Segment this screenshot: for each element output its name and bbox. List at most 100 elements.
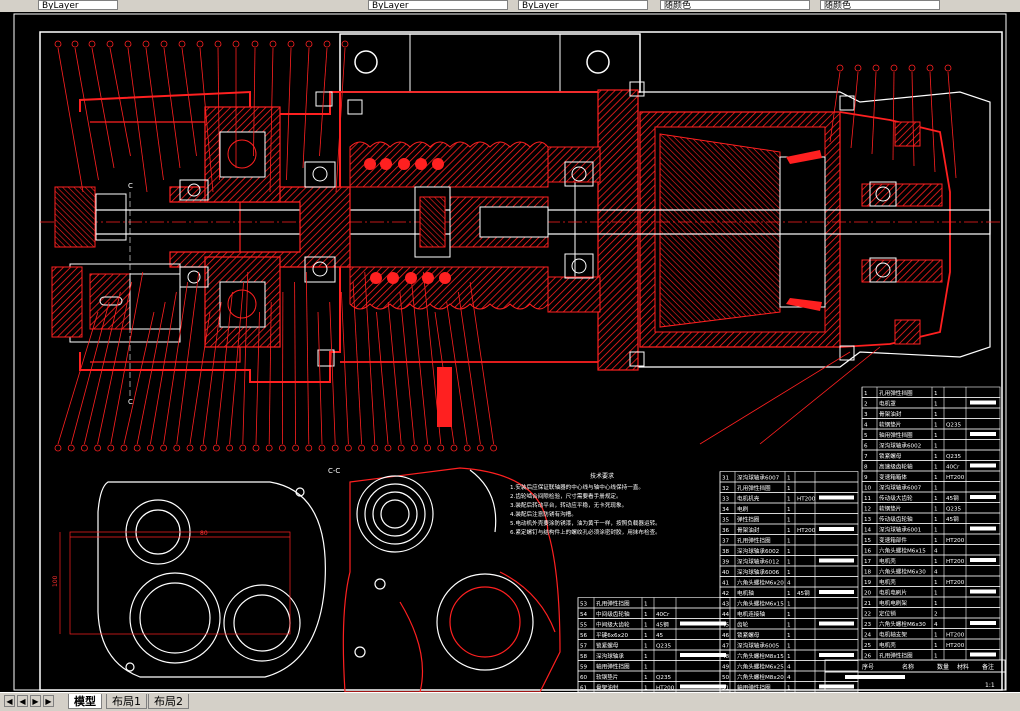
bom-cell: 1 [787, 507, 791, 513]
leader-balloon [239, 444, 247, 452]
bom-cell: 1 [934, 465, 938, 471]
bom-cell: 六角头螺栓M6x15 [737, 600, 784, 608]
section-mark-top: C [128, 182, 133, 190]
leader-balloon [212, 444, 220, 452]
bom-cell: 1 [864, 391, 868, 397]
bom-cell: 1 [787, 633, 791, 639]
bom-cell: HT200 [946, 643, 965, 649]
linetype-field[interactable]: ByLayer [518, 0, 648, 10]
svg-text:材料: 材料 [957, 663, 969, 671]
tab-layout1[interactable]: 布局1 [106, 694, 147, 709]
bom-cell: 弹性挡圈 [737, 516, 760, 524]
next-tab-button[interactable]: ▶ [30, 695, 41, 707]
leader-balloon [199, 444, 207, 452]
tech-title: 技术要求 [590, 472, 614, 480]
cad-drawing: C C 80 100 C-C 技术要求 1.安装后应保证联轴器的中心线与轴中心线… [13, 13, 1007, 693]
bom-cell: 电机机壳 [737, 495, 760, 503]
tab-layout2[interactable]: 布局2 [148, 694, 189, 709]
bom-cell: 传动级大齿轮 [879, 494, 913, 502]
bom-cell: 电机罩 [879, 400, 896, 408]
bom-cell: 55 [580, 623, 588, 629]
bom-cell: 1 [787, 602, 791, 608]
color-field[interactable]: ByLayer [368, 0, 508, 10]
bom-cell: 1 [787, 476, 791, 482]
bom-cell: 1 [934, 559, 938, 565]
bom-cell: 40Cr [656, 612, 670, 618]
bom-cell: 38 [722, 549, 730, 555]
first-tab-button[interactable]: ◀ [4, 695, 15, 707]
leader-balloon [226, 444, 234, 452]
plotstyle-field[interactable]: 随颜色 [820, 0, 940, 10]
leader-balloon [854, 64, 862, 72]
bom-cell: 六角头螺栓M6x30 [879, 568, 926, 576]
tech-line: 5.电动机外壳要涂防锈漆，油为黄干一样，按照负载器运转。 [510, 519, 661, 527]
bom-cell: 31 [722, 476, 730, 482]
bom-cell: 26 [864, 654, 872, 660]
bom-cell: 18 [864, 570, 872, 576]
bom-cell: 电机轴支架 [879, 631, 907, 639]
bom-cell: 47 [722, 644, 730, 650]
leader-balloon [424, 444, 432, 452]
bom-cell: 17 [864, 559, 872, 565]
bom-cell: 1 [644, 644, 648, 650]
bom-cell: 1 [644, 602, 648, 608]
lineweight-field[interactable]: 随颜色 [660, 0, 810, 10]
bom-cell: 50 [722, 675, 730, 681]
leader-balloon [908, 64, 916, 72]
bom-header: 序号 名称 数量 材料 备注 1:1 [824, 659, 1006, 691]
bom-cell: 45钢 [946, 515, 959, 523]
bom-cell: 1 [934, 444, 938, 450]
leader-balloon [490, 444, 498, 452]
tech-line: 1.安装后应保证联轴器的中心线与轴中心线保持一直。 [510, 483, 644, 491]
layer-field[interactable]: ByLayer [38, 0, 118, 10]
bom-cell: 40Cr [946, 465, 960, 471]
bom-cell: 39 [722, 560, 730, 566]
bom-cell: 1 [934, 538, 938, 544]
bom-cell: 变速箱箱体 [879, 473, 907, 481]
bom-cell: 42 [722, 591, 729, 597]
tech-line: 3.装配后转动平台，转动应平稳，无卡死现象。 [510, 501, 627, 509]
bom-cell: 1 [934, 580, 938, 586]
bom-cell: 六角头螺栓M6x15 [879, 547, 926, 555]
tech-requirements: 技术要求 1.安装后应保证联轴器的中心线与轴中心线保持一直。 2.齿轮啮合间隙检… [510, 472, 661, 536]
bom-cell: Q235 [946, 454, 962, 460]
tech-line: 6.紧定螺钉与结构件上的螺纹孔必须涂密封胶，用抹布检查。 [510, 528, 661, 536]
drawing-canvas[interactable]: C C 80 100 C-C 技术要求 1.安装后应保证联轴器的中心线与轴中心线… [0, 12, 1020, 693]
bom-cell: 电机壳 [879, 578, 896, 586]
bom-cell: 软钢垫片 [879, 421, 902, 429]
leader-balloon [344, 444, 352, 452]
bom-cell: 1 [934, 391, 938, 397]
bom-cell: 13 [864, 517, 872, 523]
bom-cell: 43 [722, 602, 730, 608]
bom-cell: 1 [934, 654, 938, 660]
bom-cell: 20 [864, 591, 872, 597]
bom-cell: 36 [722, 528, 730, 534]
bom-cell: 16 [864, 549, 872, 555]
leader-balloon [107, 444, 115, 452]
bom-cell: 孔用弹性挡圈 [879, 652, 913, 660]
bom-cell: 孔用弹性挡圈 [737, 484, 771, 492]
bom-cell: HT200 [797, 528, 816, 534]
leader-balloon [94, 444, 101, 452]
bom-cell: 1 [934, 517, 938, 523]
bom-cell: 3 [864, 412, 868, 418]
main-assembly-view: C C [40, 33, 1000, 427]
leader-balloon [124, 40, 132, 48]
leader-balloon [450, 444, 458, 452]
tab-model[interactable]: 模型 [68, 694, 102, 709]
bom-cell: HT200 [946, 580, 965, 586]
leader-balloon [397, 444, 405, 452]
leader-balloon [142, 40, 150, 48]
bom-cell: 电机壳 [879, 641, 896, 649]
bom-cell: 40 [722, 570, 730, 576]
bom-cell: 骨架油封 [737, 526, 760, 534]
bom-cell: HT200 [656, 686, 675, 692]
bom-cell: 46 [722, 633, 730, 639]
bom-cell: Q235 [946, 423, 962, 429]
prev-tab-button[interactable]: ◀ [17, 695, 28, 707]
bom-cell: 中间级齿轮轴 [596, 610, 630, 618]
last-tab-button[interactable]: ▶ [43, 695, 54, 707]
bom-cell: 深沟球轴承6007 [737, 474, 780, 482]
bom-cell: 57 [580, 644, 588, 650]
